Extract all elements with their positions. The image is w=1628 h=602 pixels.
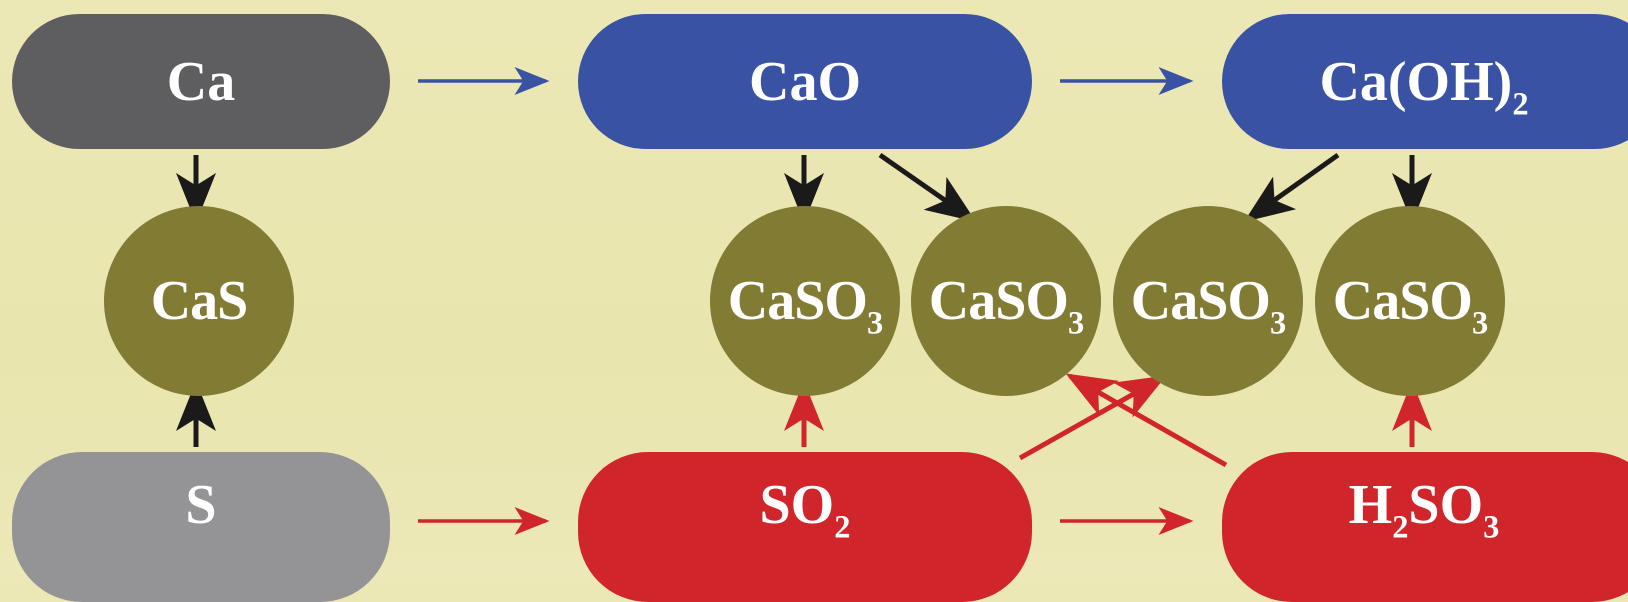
node-caso3-4-label: CaSO: [1332, 270, 1473, 332]
node-cas: CaS: [104, 206, 294, 396]
node-h2so3-subscript-2: 3: [1483, 509, 1500, 546]
node-caso3-1-label: CaSO: [727, 270, 868, 332]
node-caoh2-formula: Ca(OH)2: [1319, 50, 1528, 121]
node-h2so3: H2SO3: [1222, 452, 1628, 602]
node-cas-label: CaS: [150, 270, 249, 332]
node-caso3-3: CaSO3: [1113, 206, 1303, 396]
node-ca: Ca: [12, 14, 390, 149]
node-caso3-3-formula: CaSO3: [1130, 270, 1286, 340]
node-so2-label: SO: [759, 474, 835, 536]
arrow-so2-to-caso3-3: [1018, 375, 1167, 461]
node-caso3-4-subscript: 3: [1471, 305, 1488, 342]
node-h2so3-subscript-1: 2: [1392, 509, 1409, 546]
node-caso3-1-subscript: 3: [866, 305, 883, 342]
node-h2so3-so: SO: [1408, 474, 1484, 536]
node-caso3-2-subscript: 3: [1067, 305, 1084, 342]
node-caoh2-subscript: 2: [1512, 86, 1529, 123]
node-cao-label: CaO: [749, 50, 861, 113]
arrow-caoh2-to-caso3-3: [1243, 152, 1340, 222]
arrow-cao-to-caso3-2: [878, 152, 977, 222]
reaction-arrows: [176, 67, 1432, 535]
node-so2: SO2: [578, 452, 1032, 602]
node-caso3-4: CaSO3: [1315, 206, 1505, 396]
node-caso3-2-formula: CaSO3: [928, 270, 1084, 340]
node-caoh2: Ca(OH)2: [1222, 14, 1628, 149]
node-caso3-1-formula: CaSO3: [727, 270, 883, 340]
node-caso3-2-label: CaSO: [928, 270, 1069, 332]
node-s: S: [12, 452, 390, 602]
node-caso3-3-subscript: 3: [1269, 305, 1286, 342]
arrow-h2so3-to-caso3-2: [1065, 373, 1228, 468]
node-caso3-4-formula: CaSO3: [1332, 270, 1488, 340]
node-h2so3-formula: H2SO3: [1348, 474, 1500, 544]
node-cao: CaO: [578, 14, 1032, 149]
node-s-label: S: [185, 474, 217, 536]
node-ca-label: Ca: [166, 50, 236, 113]
node-caso3-1: CaSO3: [710, 206, 900, 396]
node-h2so3-h: H: [1348, 474, 1393, 536]
node-caso3-2: CaSO3: [911, 206, 1101, 396]
node-caso3-3-label: CaSO: [1130, 270, 1271, 332]
node-so2-formula: SO2: [759, 474, 851, 544]
node-so2-subscript: 2: [834, 509, 851, 546]
node-caoh2-label: Ca(OH): [1319, 50, 1513, 113]
